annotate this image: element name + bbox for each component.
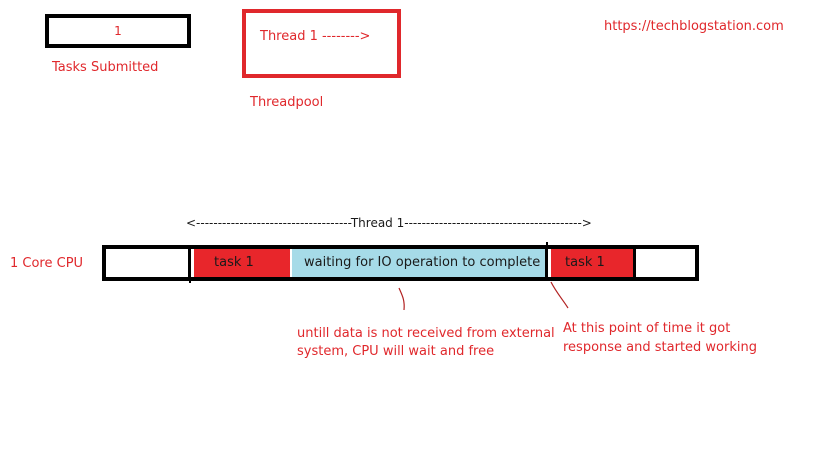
response-pointer-line	[550, 281, 569, 309]
task-segment-1: task 1	[194, 249, 290, 277]
threadpool-box: Thread 1 -------->	[242, 9, 401, 78]
tasks-submitted-count: 1	[114, 24, 122, 38]
cpu-timeline-bar: task 1 waiting for IO operation to compl…	[102, 245, 699, 281]
threadpool-label: Threadpool	[250, 95, 324, 110]
source-url: https://techblogstation.com	[604, 19, 784, 34]
thread-span-label: <------------------------------------Thr…	[186, 216, 592, 230]
bar-tick-mid	[546, 242, 548, 248]
task-segment-2: task 1	[551, 249, 633, 277]
waiting-annotation: untill data is not received from externa…	[297, 326, 555, 359]
idle-segment-start	[106, 249, 191, 277]
io-wait-segment: waiting for IO operation to complete	[292, 249, 548, 277]
bar-tick-left	[189, 278, 191, 283]
threadpool-thread-label: Thread 1 -------->	[260, 29, 371, 44]
tasks-submitted-label: Tasks Submitted	[52, 60, 159, 75]
tasks-submitted-box: 1	[45, 14, 191, 48]
idle-segment-end	[633, 249, 695, 277]
task-segment-2-label: task 1	[565, 255, 605, 270]
cpu-label: 1 Core CPU	[10, 256, 84, 271]
response-annotation: At this point of time it got response an…	[563, 321, 757, 355]
io-wait-segment-label: waiting for IO operation to complete	[304, 255, 541, 270]
waiting-pointer-line	[398, 287, 405, 311]
task-segment-1-label: task 1	[214, 255, 254, 270]
